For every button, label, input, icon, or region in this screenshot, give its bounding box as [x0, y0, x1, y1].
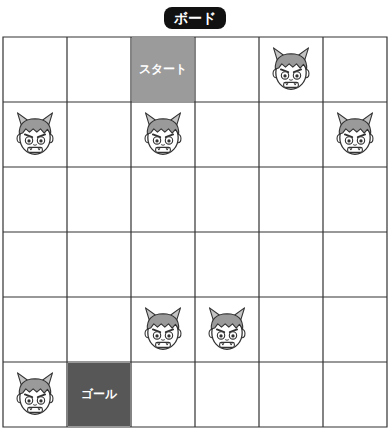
goal-cell: ゴール [68, 363, 131, 427]
cell-label: スタート [139, 62, 187, 76]
oni-piece [145, 113, 181, 154]
oni-piece [145, 308, 181, 349]
oni-piece [17, 113, 53, 154]
cell-label: ゴール [81, 387, 117, 401]
board-title: ボード [164, 7, 226, 29]
oni-piece [337, 113, 373, 154]
oni-piece [17, 373, 53, 414]
board-grid [3, 37, 387, 427]
start-cell: スタート [132, 38, 195, 102]
oni-piece [273, 48, 309, 89]
oni-piece [209, 308, 245, 349]
